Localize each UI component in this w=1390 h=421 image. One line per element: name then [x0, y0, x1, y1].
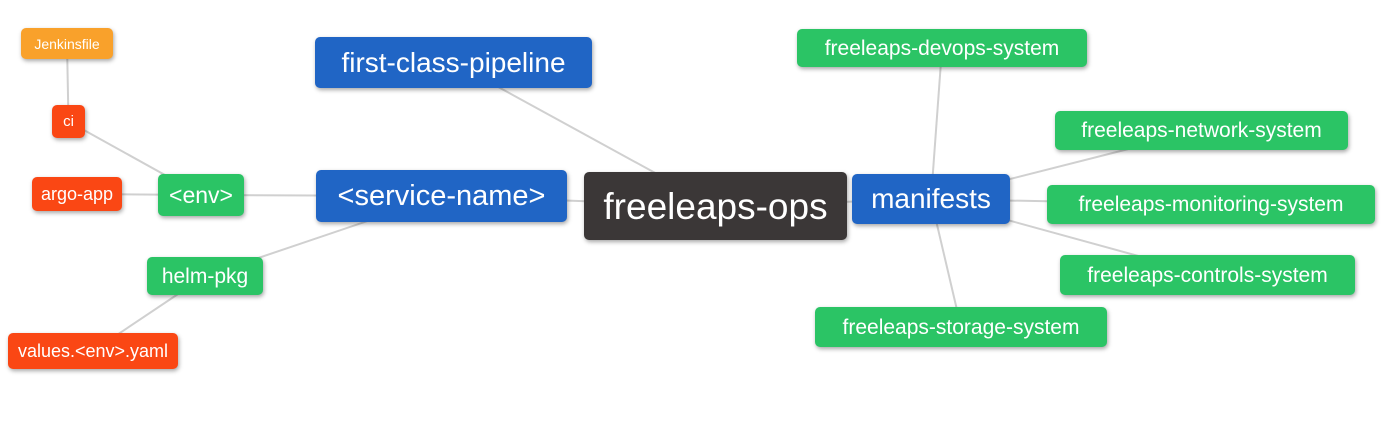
node-freeleaps-monitoring-system[interactable]: freeleaps-monitoring-system [1047, 185, 1375, 224]
node-manifests[interactable]: manifests [852, 174, 1010, 224]
node-freeleaps-ops[interactable]: freeleaps-ops [584, 172, 847, 240]
edge-manifests-to-freeleaps-devops-system [930, 47, 943, 200]
node-jenkinsfile[interactable]: Jenkinsfile [21, 28, 113, 59]
node-freeleaps-devops-system[interactable]: freeleaps-devops-system [797, 29, 1087, 67]
node-values-env-yaml[interactable]: values.<env>.yaml [8, 333, 178, 369]
node-freeleaps-storage-system[interactable]: freeleaps-storage-system [815, 307, 1107, 347]
node-freeleaps-controls-system[interactable]: freeleaps-controls-system [1060, 255, 1355, 295]
node-freeleaps-network-system[interactable]: freeleaps-network-system [1055, 111, 1348, 150]
node-helm-pkg[interactable]: helm-pkg [147, 257, 263, 295]
node-argo-app[interactable]: argo-app [32, 177, 122, 211]
node-ci[interactable]: ci [52, 105, 85, 138]
node-service-name[interactable]: <service-name> [316, 170, 567, 222]
node-first-class-pipeline[interactable]: first-class-pipeline [315, 37, 592, 88]
node-env[interactable]: <env> [158, 174, 244, 216]
